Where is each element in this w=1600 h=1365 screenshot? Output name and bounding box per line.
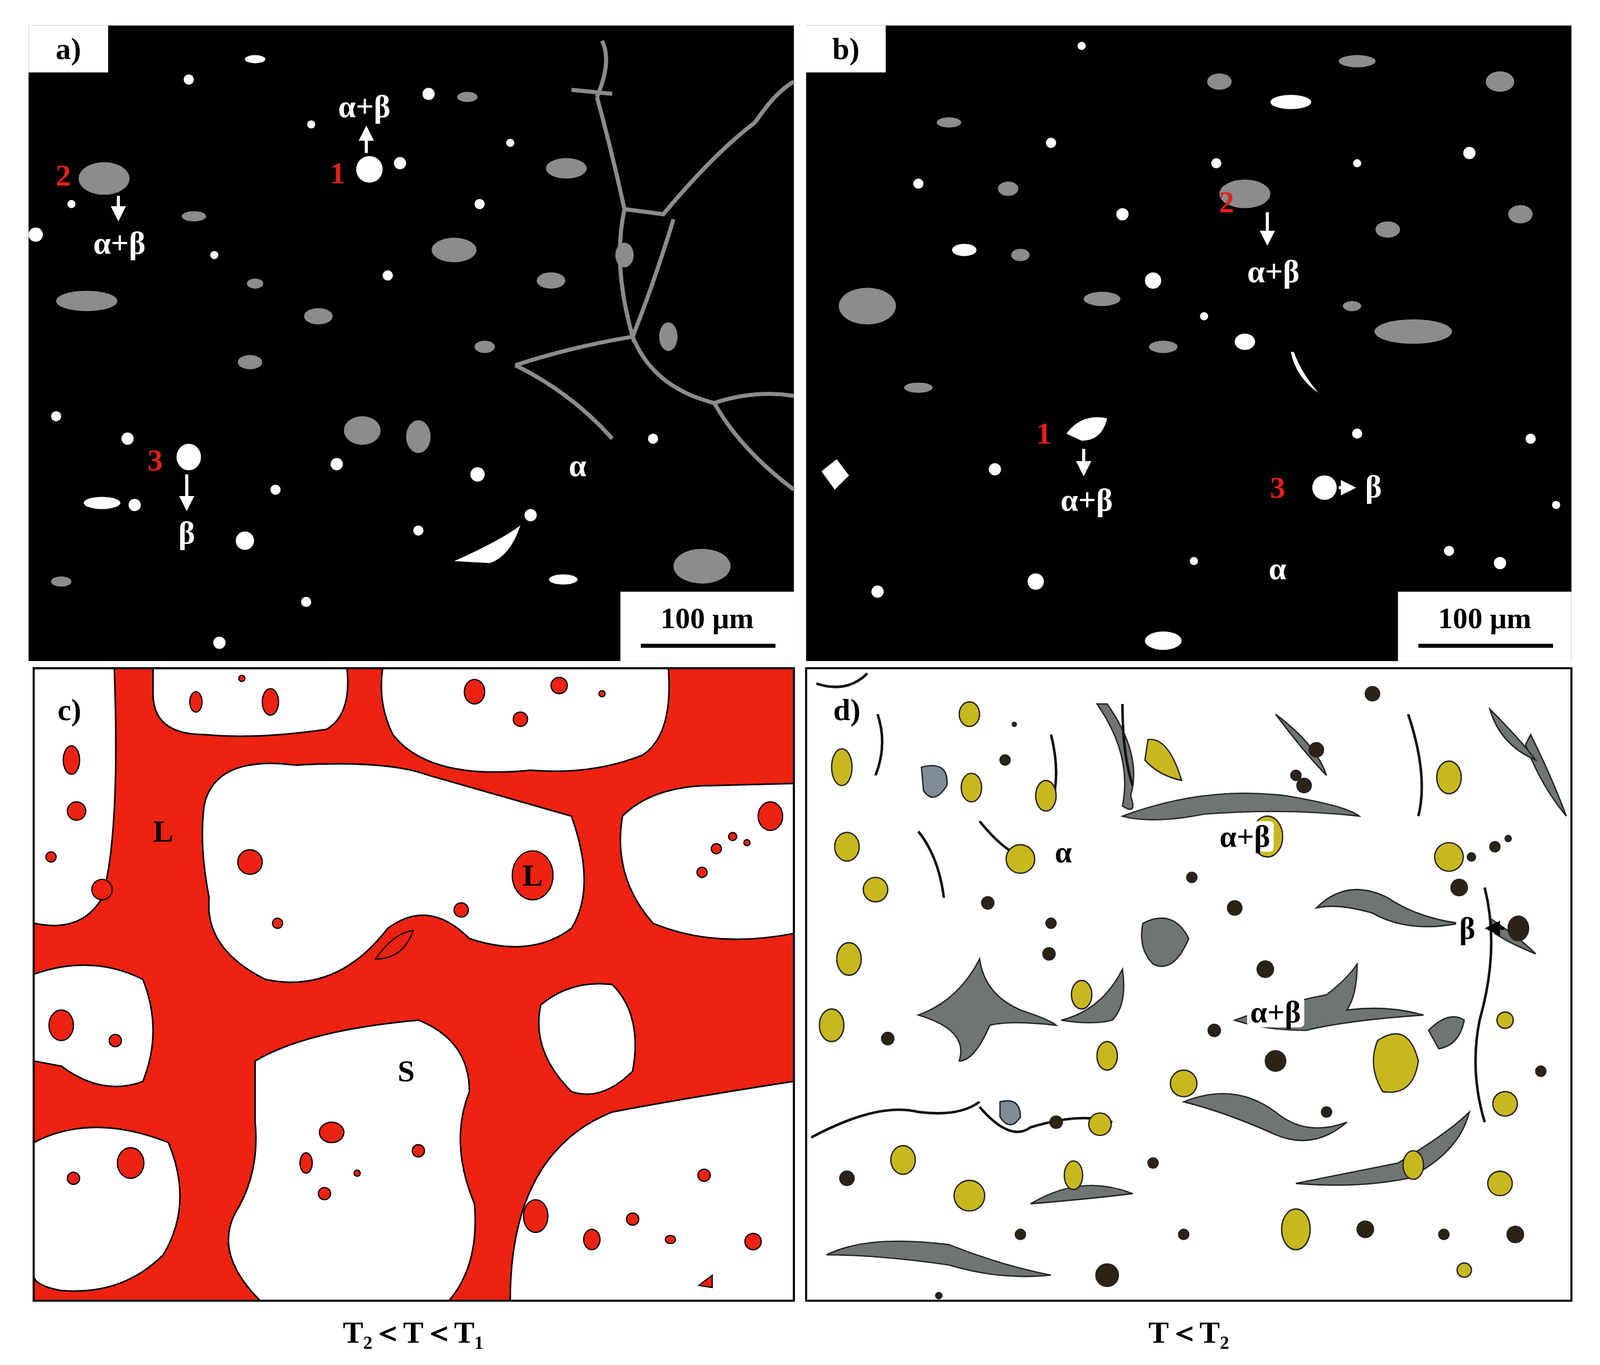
phase-label: α+β [1216, 821, 1274, 852]
phase-label: L [522, 860, 543, 891]
phase-label: α+β [1247, 996, 1304, 1028]
phase-label: α+β [93, 226, 146, 259]
phase-label: β [1365, 471, 1383, 503]
scale-bar-label: 100 μm [1438, 603, 1532, 634]
callout-number: 2 [55, 160, 71, 191]
phase-label: α [1054, 836, 1073, 868]
phase-label: β [178, 516, 196, 549]
phase-label: α [1268, 552, 1287, 585]
micrograph-b [806, 25, 1572, 662]
panel-label: b) [832, 33, 860, 65]
temperature-caption: T₂＜T＜T₁ [342, 1317, 484, 1349]
phase-label: α+β [1060, 484, 1113, 517]
callout-number: 3 [1269, 472, 1286, 503]
callout-number: 1 [330, 158, 346, 189]
panel-label: d) [833, 694, 861, 726]
schematic-d [806, 668, 1572, 1302]
micrograph-a [28, 25, 794, 662]
phase-label: α [568, 449, 587, 482]
scale-bar-label: 100 μm [660, 603, 754, 634]
callout-number: 3 [147, 444, 163, 476]
phase-label: α+β [1247, 255, 1300, 288]
phase-label: α+β [337, 90, 391, 123]
callout-number: 2 [1218, 186, 1234, 218]
phase-label: S [397, 1055, 415, 1087]
phase-label: β [1456, 913, 1479, 944]
panel-label: c) [57, 694, 82, 726]
callout-number: 1 [1036, 418, 1052, 449]
schematic-c [33, 668, 794, 1302]
panel-label: a) [55, 33, 82, 65]
phase-label: L [153, 816, 174, 847]
temperature-caption: T＜T₂ [1148, 1317, 1230, 1349]
